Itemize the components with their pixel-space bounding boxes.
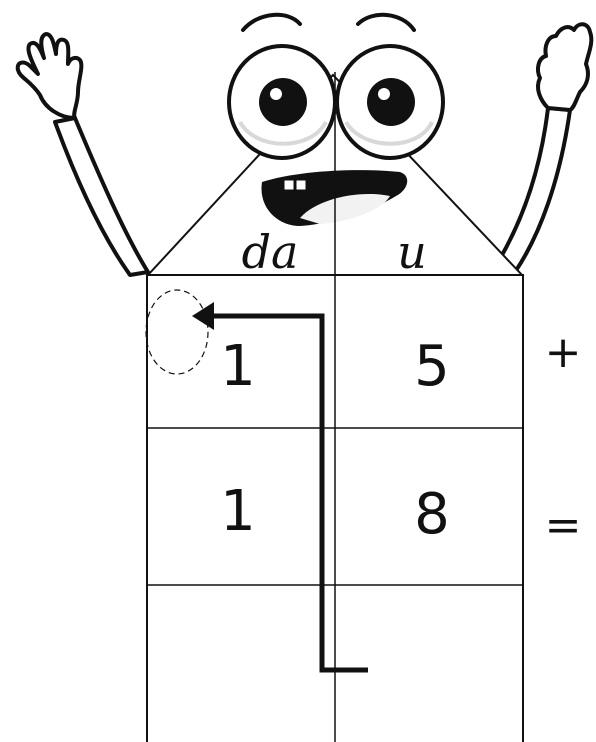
left-arm-icon	[18, 34, 148, 275]
right-arm-icon	[498, 24, 591, 272]
row2-tens-digit: 1	[220, 479, 256, 544]
equals-sign: =	[545, 500, 582, 551]
units-header: u	[397, 225, 427, 279]
row1-tens-digit: 1	[220, 334, 256, 399]
row1-units-digit: 5	[414, 334, 450, 399]
arrow-left-icon	[192, 302, 368, 670]
place-value-grid	[147, 72, 523, 742]
dashed-circle-icon	[146, 290, 208, 374]
tens-header: da	[242, 225, 299, 279]
plus-sign: +	[545, 327, 582, 378]
row2-units-digit: 8	[414, 482, 450, 547]
